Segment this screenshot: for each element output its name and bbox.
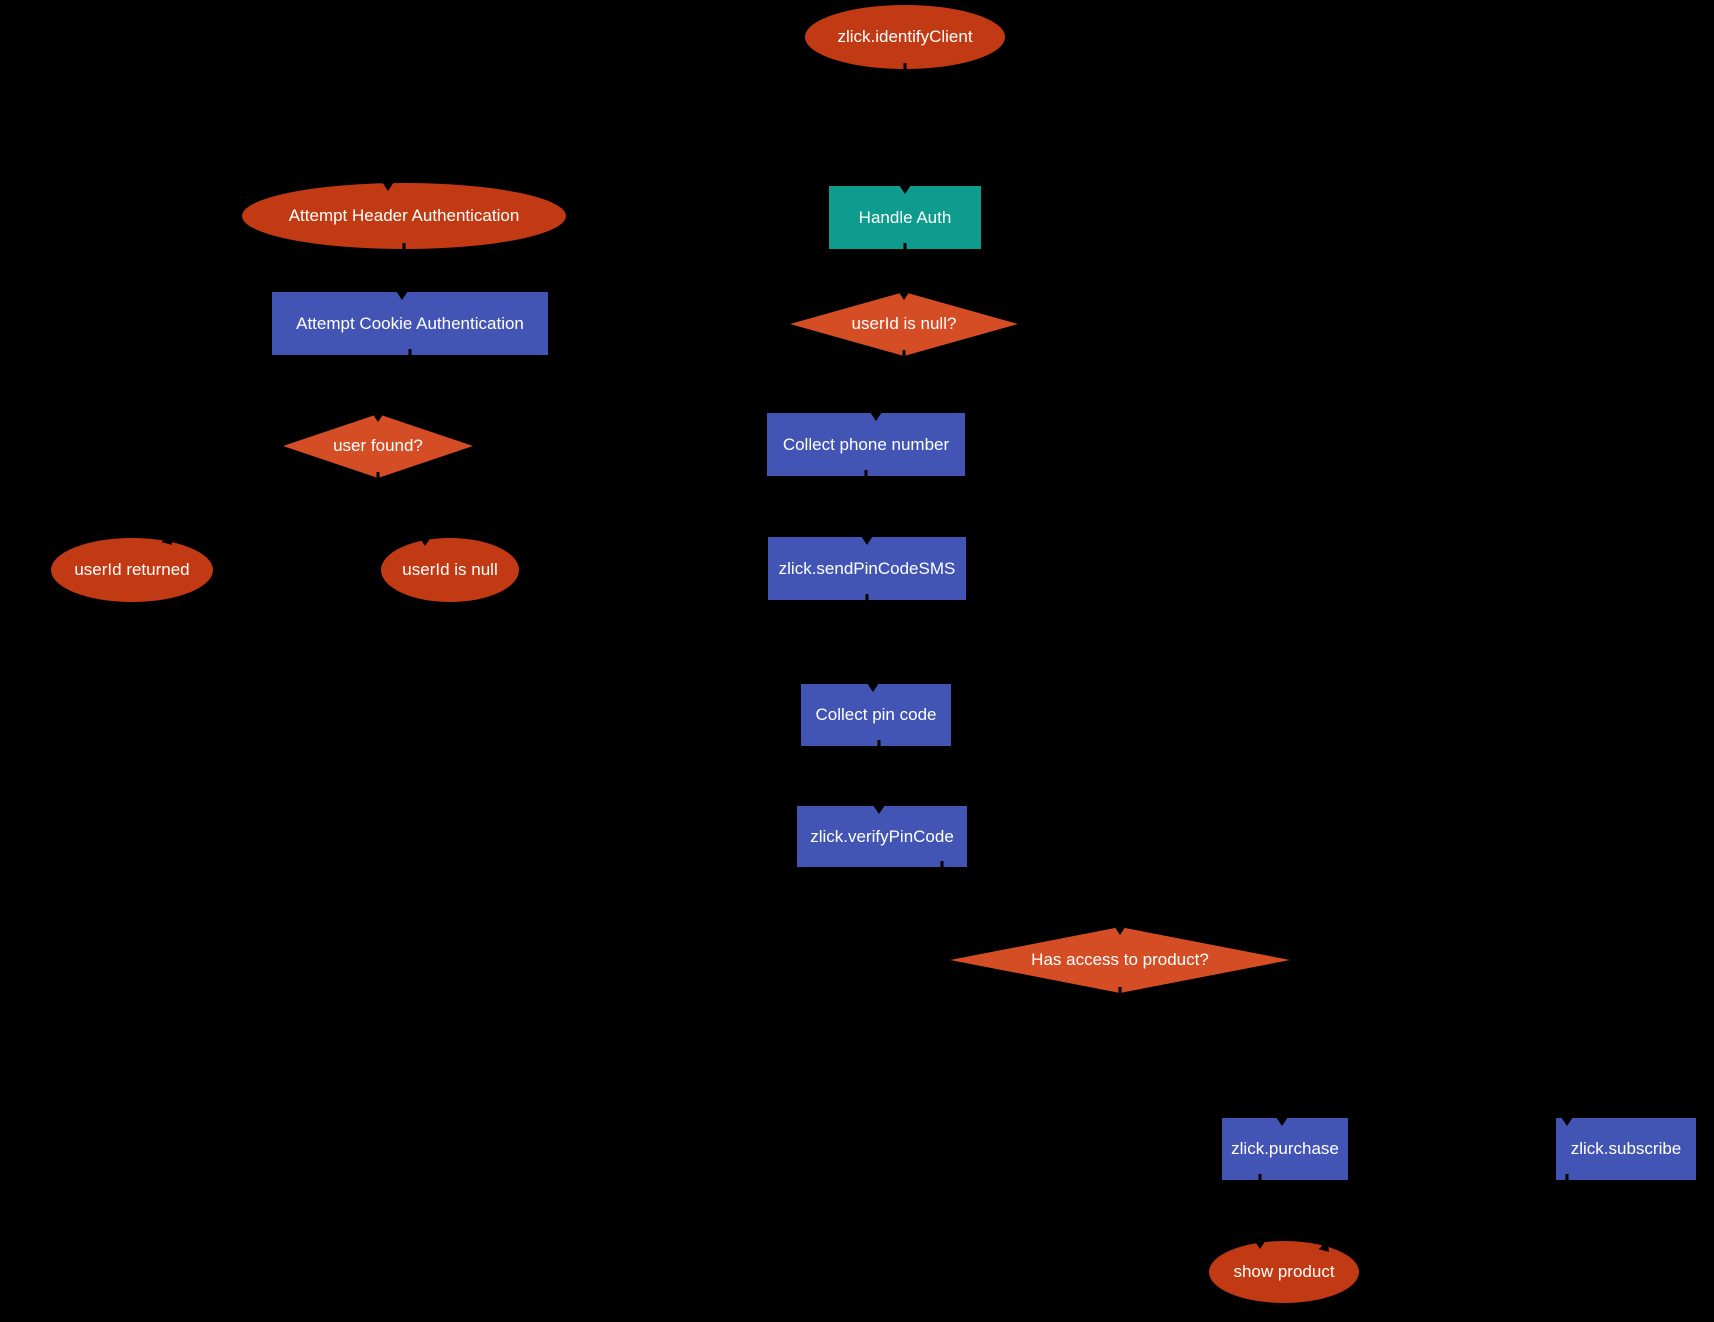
edge-arrowhead-icon (872, 805, 885, 814)
edge-arrowhead-icon (898, 292, 910, 300)
edge-arrowhead-icon (1276, 1117, 1289, 1126)
edge-arrowhead-icon (861, 536, 873, 545)
edge-arrowhead-icon (419, 537, 432, 546)
edge-arrowhead-icon (1318, 1241, 1334, 1256)
edge-line-stub (402, 243, 406, 250)
node-zlick-subscribe: zlick.subscribe (1556, 1117, 1696, 1181)
node-label: userId returned (74, 560, 190, 580)
node-zlick-identifyclient: zlick.identifyClient (805, 5, 1005, 70)
node-zlick-sendpincodesms: zlick.sendPinCodeSMS (768, 536, 966, 601)
edge-arrowhead-icon (899, 185, 911, 194)
edge-arrowhead-icon (867, 683, 879, 692)
node-label: Has access to product? (1031, 950, 1209, 970)
node-label: Handle Auth (858, 207, 952, 227)
node-label: user found? (333, 436, 423, 456)
node-userid-returned: userId returned (51, 534, 213, 602)
edge-arrowhead-icon (161, 534, 177, 549)
node-zlick-verifypincode: zlick.verifyPinCode (797, 805, 967, 868)
node-show-product: show product (1209, 1240, 1359, 1303)
edge-line-stub (940, 861, 943, 868)
edge-arrowhead-icon (395, 291, 408, 300)
node-label: Collect pin code (815, 705, 937, 725)
edge-line-stub (864, 470, 868, 477)
node-handle-auth: Handle Auth (829, 185, 981, 250)
edge-arrowhead-icon (1254, 1240, 1266, 1249)
edge-arrowhead-icon (1114, 927, 1126, 935)
node-attempt-header-authentication: Attempt Header Authentication (242, 182, 566, 250)
node-label: zlick.sendPinCodeSMS (778, 558, 956, 578)
edge-arrowhead-icon (869, 412, 882, 421)
node-label: zlick.verifyPinCode (810, 826, 954, 846)
node-label: userId is null (402, 560, 498, 580)
edge-line-stub (902, 350, 906, 356)
edge-line-stub (376, 472, 380, 478)
node-label: Collect phone number (782, 434, 950, 454)
edge-arrowhead-icon (372, 414, 384, 422)
node-label: Attempt Header Authentication (288, 206, 520, 226)
node-userid-is-null-decision: userId is null? (790, 292, 1018, 356)
node-label: userId is null? (851, 314, 957, 334)
node-user-found-decision: user found? (283, 414, 473, 478)
node-label: zlick.purchase (1231, 1139, 1339, 1159)
edge-line-stub (865, 594, 869, 601)
node-label: zlick.identifyClient (837, 27, 973, 47)
node-label: zlick.subscribe (1570, 1139, 1682, 1159)
edge-line-stub (877, 740, 881, 747)
node-label: show product (1233, 1262, 1335, 1282)
node-userid-is-null: userId is null (381, 537, 519, 602)
node-collect-pin-code: Collect pin code (801, 683, 951, 747)
edge-arrowhead-icon (381, 182, 394, 191)
edge-line-stub (1118, 987, 1122, 993)
node-zlick-purchase: zlick.purchase (1222, 1117, 1348, 1181)
node-has-access-to-product-decision: Has access to product? (950, 927, 1290, 993)
edge-line-stub (1258, 1174, 1262, 1181)
edge-line-stub (408, 349, 412, 356)
edge-arrowhead-icon (1561, 1117, 1574, 1126)
edge-line-stub (903, 63, 907, 70)
node-attempt-cookie-authentication: Attempt Cookie Authentication (272, 291, 548, 356)
node-label: Attempt Cookie Authentication (296, 313, 524, 333)
edge-line-stub (903, 243, 907, 250)
node-collect-phone-number: Collect phone number (767, 412, 965, 477)
edge-line-stub (1565, 1174, 1569, 1181)
